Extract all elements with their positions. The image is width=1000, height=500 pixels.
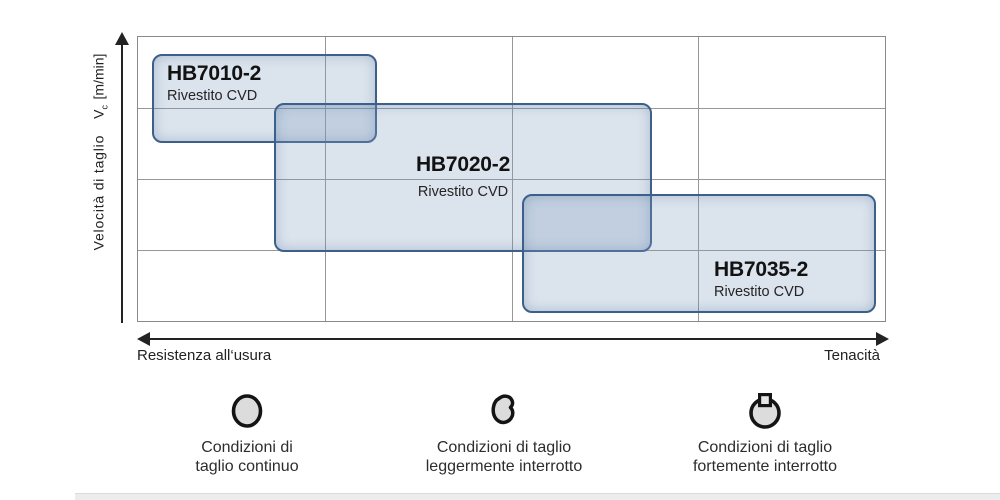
grade-name: HB7020-2 bbox=[415, 153, 511, 176]
y-axis-title: Velocità di taglio bbox=[90, 134, 107, 251]
plot-area bbox=[137, 36, 886, 322]
horizontal-gridline bbox=[138, 179, 885, 180]
legend-label: Condizioni di taglio leggermente interro… bbox=[426, 438, 583, 476]
y-axis-line bbox=[121, 44, 123, 323]
legend-label-line1: Condizioni di taglio bbox=[436, 439, 572, 456]
horizontal-gridline bbox=[138, 108, 885, 109]
x-axis-right-label: Tenacità bbox=[824, 347, 880, 364]
legend-label-line2: taglio continuo bbox=[195, 458, 299, 475]
legend-label-line1: Condizioni di bbox=[201, 439, 293, 456]
legend-label-line2: fortemente interrotto bbox=[692, 458, 838, 475]
continuous-cutting-icon bbox=[231, 394, 263, 428]
legend-label-line1: Condizioni di taglio bbox=[697, 439, 833, 456]
grade-coating: Rivestito CVD bbox=[417, 184, 509, 200]
strongly-interrupted-cutting-icon bbox=[749, 392, 781, 429]
grade-box-hb7035-2: HB7035-2 Rivestito CVD bbox=[522, 194, 876, 313]
grade-box-hb7020-2: HB7020-2 Rivestito CVD bbox=[274, 103, 652, 252]
lightly-interrupted-cutting-icon bbox=[491, 394, 515, 425]
x-axis-left-label: Resistenza all‘usura bbox=[137, 347, 272, 364]
y-axis-arrow-up-icon bbox=[115, 32, 129, 45]
grade-coating: Rivestito CVD bbox=[167, 88, 258, 104]
bottom-divider bbox=[75, 493, 1000, 500]
legend-item-continuous-cutting: Condizioni di taglio continuo bbox=[127, 392, 367, 476]
legend-label: Condizioni di taglio continuo bbox=[195, 438, 298, 476]
grade-coating: Rivestito CVD bbox=[714, 284, 805, 300]
grade-name: HB7035-2 bbox=[714, 258, 809, 281]
x-axis-line bbox=[147, 338, 878, 340]
x-axis-arrow-left-icon bbox=[137, 332, 150, 346]
legend-item-strongly-interrupted-cutting: Condizioni di taglio fortemente interrot… bbox=[645, 392, 885, 476]
grade-name: HB7010-2 bbox=[167, 62, 262, 85]
y-axis-symbol-subscript: c bbox=[99, 104, 110, 110]
grade-box-hb7010-2: HB7010-2 Rivestito CVD bbox=[152, 54, 377, 143]
legend-label: Condizioni di taglio fortemente interrot… bbox=[693, 438, 837, 476]
legend-label-line2: leggermente interrotto bbox=[425, 458, 583, 475]
legend-item-lightly-interrupted-cutting: Condizioni di taglio leggermente interro… bbox=[384, 392, 624, 476]
x-axis-arrow-right-icon bbox=[876, 332, 889, 346]
y-axis-label: Velocità di taglio Vc [m/min] bbox=[91, 54, 110, 251]
y-axis-symbol: V bbox=[90, 109, 107, 119]
y-axis-unit: [m/min] bbox=[90, 53, 107, 100]
